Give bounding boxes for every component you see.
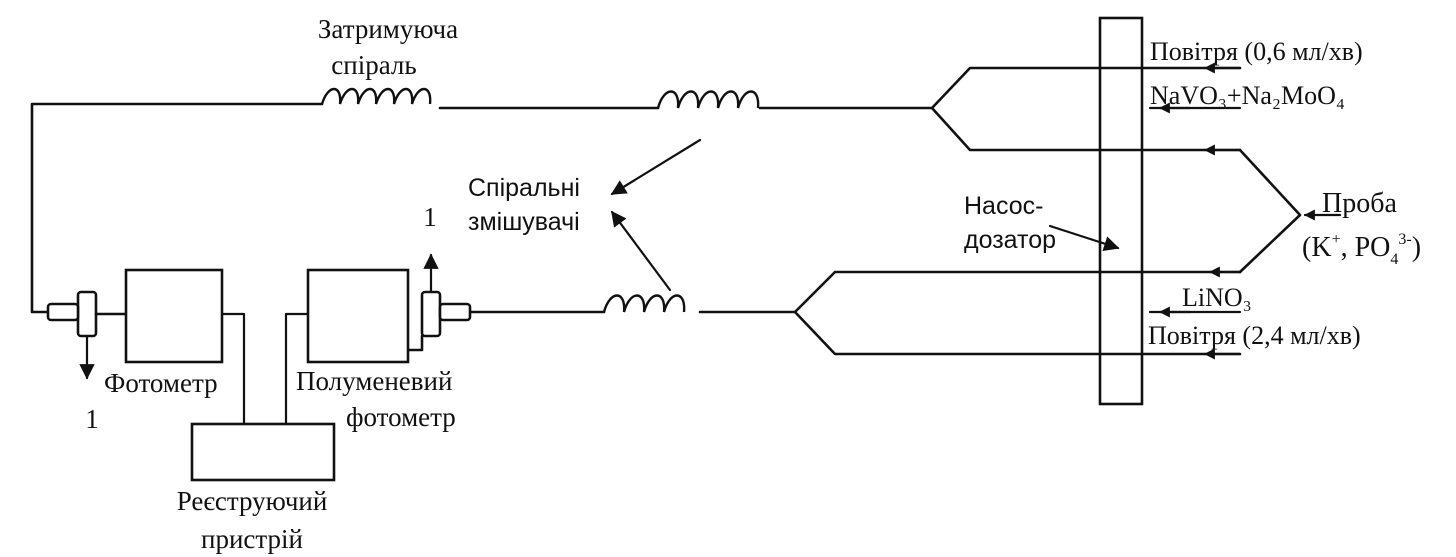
spiral-mixers-label-line1: Спіральні bbox=[468, 174, 580, 202]
photometer-signal-cable bbox=[220, 312, 246, 426]
flame-photometer-nozzle bbox=[438, 302, 472, 322]
mixer-pointer-lower bbox=[610, 210, 672, 292]
flame-photometer-label-line1: Полуменевий bbox=[296, 366, 452, 396]
waste-right-label: 1 bbox=[423, 202, 437, 232]
sample-label: Проба bbox=[1322, 188, 1397, 219]
pump-label-line2: дозатор bbox=[964, 226, 1056, 254]
delay-coil-label-line2: спіраль bbox=[331, 50, 416, 80]
pump-doser-body bbox=[1098, 16, 1144, 406]
mixer-pointer-upper bbox=[610, 138, 702, 196]
recorder-box bbox=[190, 422, 336, 482]
pump-label-line1: Насос- bbox=[964, 192, 1043, 220]
flame-photometer-label-line2: фотометр bbox=[346, 402, 456, 432]
flame-photometer-debubbler bbox=[420, 290, 442, 338]
flame-photometer-link bbox=[406, 334, 424, 352]
lino3-label: LiNO₃ bbox=[1182, 283, 1252, 312]
pump-pointer bbox=[1048, 224, 1120, 252]
sample-ions-label: (K+, PO43-) bbox=[1302, 231, 1421, 268]
photometer-label: Фотометр bbox=[104, 368, 218, 398]
waste-left-label: 1 bbox=[85, 404, 99, 434]
mixing-coil-lower bbox=[602, 294, 686, 313]
photometer-nozzle bbox=[46, 302, 80, 322]
delay-coil bbox=[320, 87, 432, 105]
recorder-label-line2: пристрій bbox=[201, 524, 303, 554]
flame-photometer-signal-cable bbox=[284, 312, 310, 426]
delay-coil-label-line1: Затримуюча bbox=[318, 14, 458, 44]
air-top-label: Повітря (0,6 мл/хв) bbox=[1150, 37, 1363, 66]
recorder-label-line1: Реєструючий bbox=[177, 486, 328, 516]
sample-branch bbox=[1238, 148, 1302, 274]
photometer-box bbox=[124, 268, 224, 364]
spiral-mixers-label-line2: змішувачі bbox=[468, 208, 580, 236]
mixing-coil-upper bbox=[656, 90, 760, 109]
reagent-top-label: NaVO₃+Na₂MoO₄ bbox=[1150, 81, 1345, 110]
photometer-debubbler bbox=[76, 290, 98, 338]
air-bottom-label: Повітря (2,4 мл/хв) bbox=[1148, 321, 1361, 350]
flame-photometer-box bbox=[306, 268, 410, 364]
